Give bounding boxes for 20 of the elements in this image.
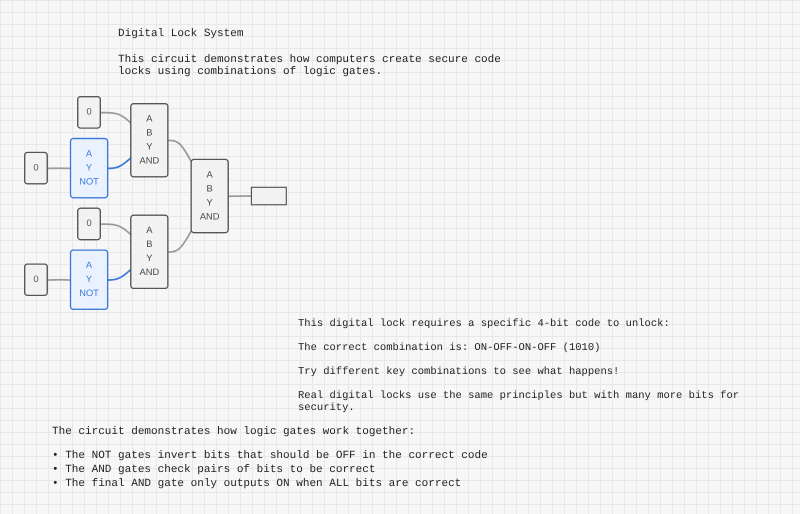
bullet-note: • The NOT gates invert bits that should be OFF in the correct code [52, 450, 489, 462]
title-text: Digital Lock System [118, 28, 244, 40]
connector [108, 268, 132, 281]
connector [228, 195, 252, 198]
description-text: This circuit demonstrates how computers create secure code locks using combinations of logic gates. [118, 54, 502, 78]
connector [48, 278, 71, 281]
bullet-note: • The final AND gate only outputs ON when ALL bits are correct [52, 478, 462, 490]
connector [108, 157, 132, 170]
connector [168, 230, 192, 253]
connector [100, 112, 132, 124]
connector [100, 223, 132, 236]
connector [168, 140, 192, 163]
note-text: Try different key combinations to see what happens! [298, 366, 620, 378]
connector [48, 167, 71, 170]
node-box [250, 186, 287, 206]
note-text: This digital lock requires a specific 4-bit code to unlock: [298, 318, 671, 330]
note-text: Real digital locks use the same principles but with many more bits for security. [298, 390, 740, 414]
note-heading: The circuit demonstrates how logic gates work together: [52, 426, 416, 438]
bullet-note: • The AND gates check pairs of bits to be correct [52, 464, 376, 476]
note-text: The correct combination is: ON-OFF-ON-OFF (1010) [298, 342, 602, 354]
